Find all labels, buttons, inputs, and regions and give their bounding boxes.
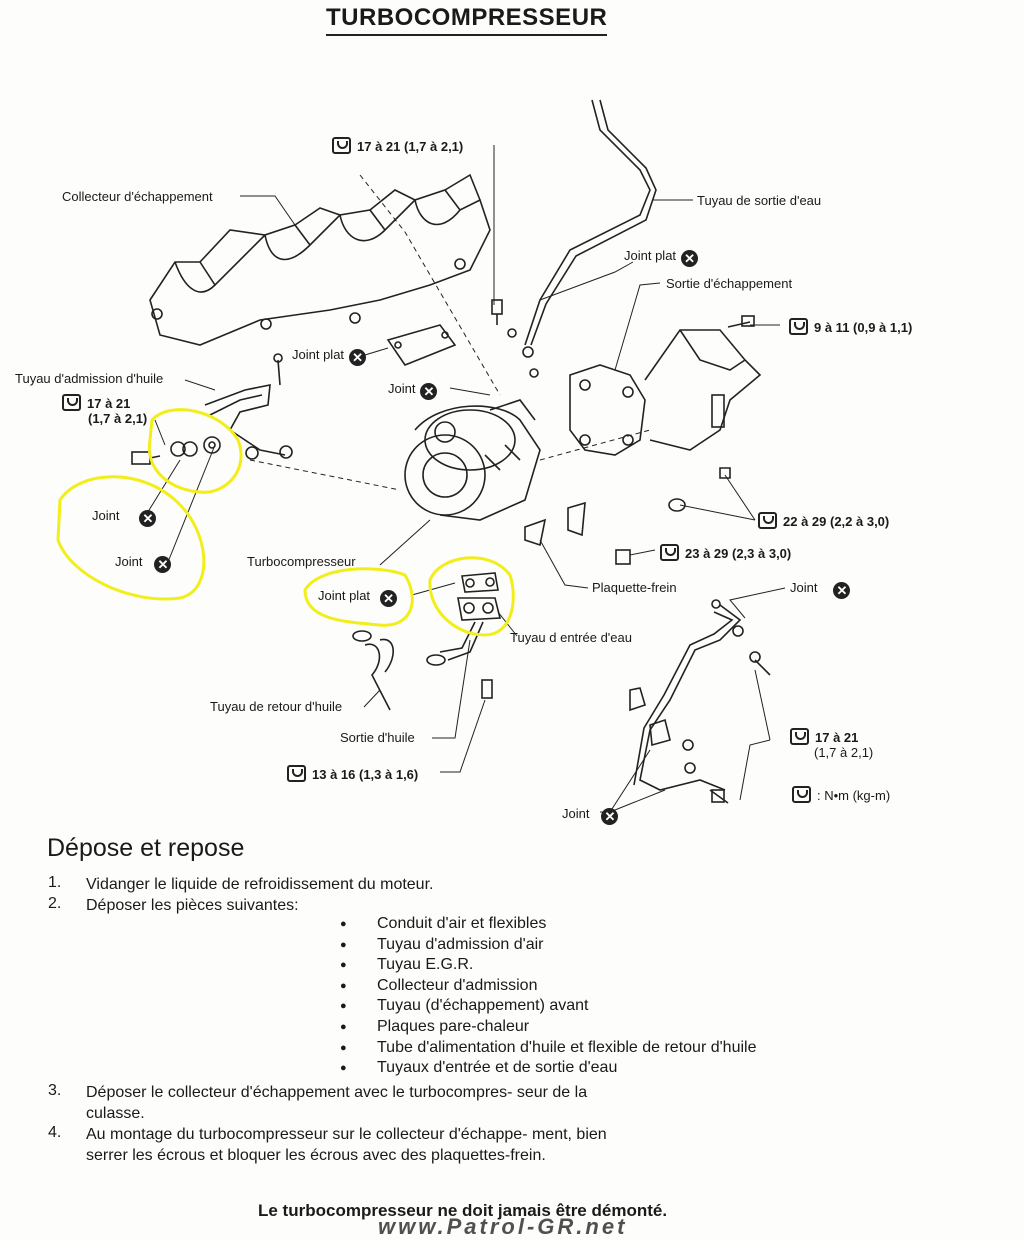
oil-outlet-flange <box>461 572 499 593</box>
torque-label-2: 9 à 11 (0,9 à 1,1) <box>789 318 912 335</box>
torque-label-6: 13 à 16 (1,3 à 1,6) <box>287 765 418 782</box>
step-number: 2. <box>48 895 62 912</box>
list-item: Tube d'alimentation d'huile et flexible … <box>340 1039 756 1057</box>
label-joint-1: Joint✕ <box>388 381 438 400</box>
list-item: Tuyau (d'échappement) avant <box>340 997 588 1015</box>
gasket-icon: ✕ <box>380 590 398 607</box>
step-text: Au montage du turbocompresseur sur le co… <box>86 1126 607 1164</box>
list-item: Plaques pare-chaleur <box>340 1018 529 1036</box>
label-tuyau-retour-huile: Tuyau de retour d'huile <box>210 699 343 714</box>
label-joint-plat-1: Joint plat✕ <box>624 248 699 267</box>
gasket-icon: ✕ <box>833 582 851 599</box>
step-number: 4. <box>48 1124 62 1141</box>
label-joint-3: Joint✕ <box>115 554 172 573</box>
torque-label-5: 23 à 29 (2,3 à 3,0) <box>660 544 791 561</box>
exhaust-outlet-housing <box>569 329 762 456</box>
step-text: Déposer les pièces suivantes: <box>86 897 299 914</box>
torque-icon <box>62 394 81 411</box>
label-tuyau-admission-huile: Tuyau d'admission d'huile <box>15 371 164 386</box>
highlight-washers <box>147 408 243 494</box>
oil-inlet-pipe <box>204 384 286 456</box>
turbocharger-body <box>404 399 541 521</box>
list-item: Tuyau E.G.R. <box>340 956 473 974</box>
label-joint-5: Joint✕ <box>562 806 619 825</box>
gasket-icon: ✕ <box>139 510 157 527</box>
torque-icon <box>332 137 351 154</box>
highlight-joint-plat <box>303 567 414 627</box>
step-number: 1. <box>48 874 62 891</box>
label-turbocompresseur: Turbocompresseur <box>247 554 356 569</box>
label-sortie-huile: Sortie d'huile <box>340 730 415 745</box>
torque-icon <box>789 318 808 335</box>
section-heading: Dépose et repose <box>47 834 245 862</box>
water-inlet-pipe <box>639 604 742 791</box>
label-tuyau-entree-eau: Tuyau d entrée d'eau <box>510 630 632 645</box>
label-joint-plat-2: Joint plat✕ <box>292 347 367 366</box>
label-tuyau-sortie-eau: Tuyau de sortie d'eau <box>697 193 822 208</box>
gasket-icon: ✕ <box>420 383 438 400</box>
watermark: www.Patrol-GR.net <box>378 1214 628 1239</box>
torque-label-3: 17 à 21(1,7 à 2,1) <box>62 394 147 426</box>
torque-icon <box>287 765 306 782</box>
list-item: Collecteur d'admission <box>340 977 537 995</box>
torque-icon <box>792 786 811 803</box>
exhaust-manifold-outline <box>149 189 491 346</box>
oil-return-hose <box>364 638 394 711</box>
label-collecteur: Collecteur d'échappement <box>62 189 213 204</box>
page-title: TURBOCOMPRESSEUR <box>326 4 608 36</box>
torque-label-1: 17 à 21 (1,7 à 2,1) <box>332 137 463 154</box>
label-joint-2: Joint✕ <box>92 508 157 527</box>
highlight-oil-flange <box>428 556 515 637</box>
flange-gasket <box>386 324 457 366</box>
gasket-icon: ✕ <box>601 808 619 825</box>
list-item: Conduit d'air et flexibles <box>340 915 546 933</box>
gasket-icon: ✕ <box>681 250 699 267</box>
torque-icon <box>660 544 679 561</box>
label-sortie-echappement: Sortie d'échappement <box>666 276 793 291</box>
water-outlet-pipe <box>524 99 651 346</box>
torque-unit-legend: : N•m (kg-m) <box>792 786 890 803</box>
step-text: Déposer le collecteur d'échappement avec… <box>86 1084 588 1122</box>
label-plaquette-frein: Plaquette-frein <box>592 580 677 595</box>
list-item: Tuyau d'admission d'air <box>340 936 543 954</box>
torque-icon <box>790 728 809 745</box>
label-joint-plat-3: Joint plat✕ <box>318 588 398 607</box>
torque-label-7: 17 à 21(1,7 à 2,1) <box>790 728 873 760</box>
step-number: 3. <box>48 1082 62 1099</box>
highlight-joints <box>56 475 206 601</box>
turbo-exploded-diagram <box>56 99 786 813</box>
label-joint-4: Joint✕ <box>790 580 851 599</box>
torque-icon <box>758 512 777 529</box>
step-text: Vidanger le liquide de refroidissement d… <box>86 876 434 893</box>
gasket-icon: ✕ <box>349 349 367 366</box>
footer-warning: Le turbocompresseur ne doit jamais être … <box>258 1201 668 1220</box>
gasket-icon: ✕ <box>154 556 172 573</box>
list-item: Tuyaux d'entrée et de sortie d'eau <box>340 1059 617 1077</box>
torque-label-4: 22 à 29 (2,2 à 3,0) <box>758 512 889 529</box>
